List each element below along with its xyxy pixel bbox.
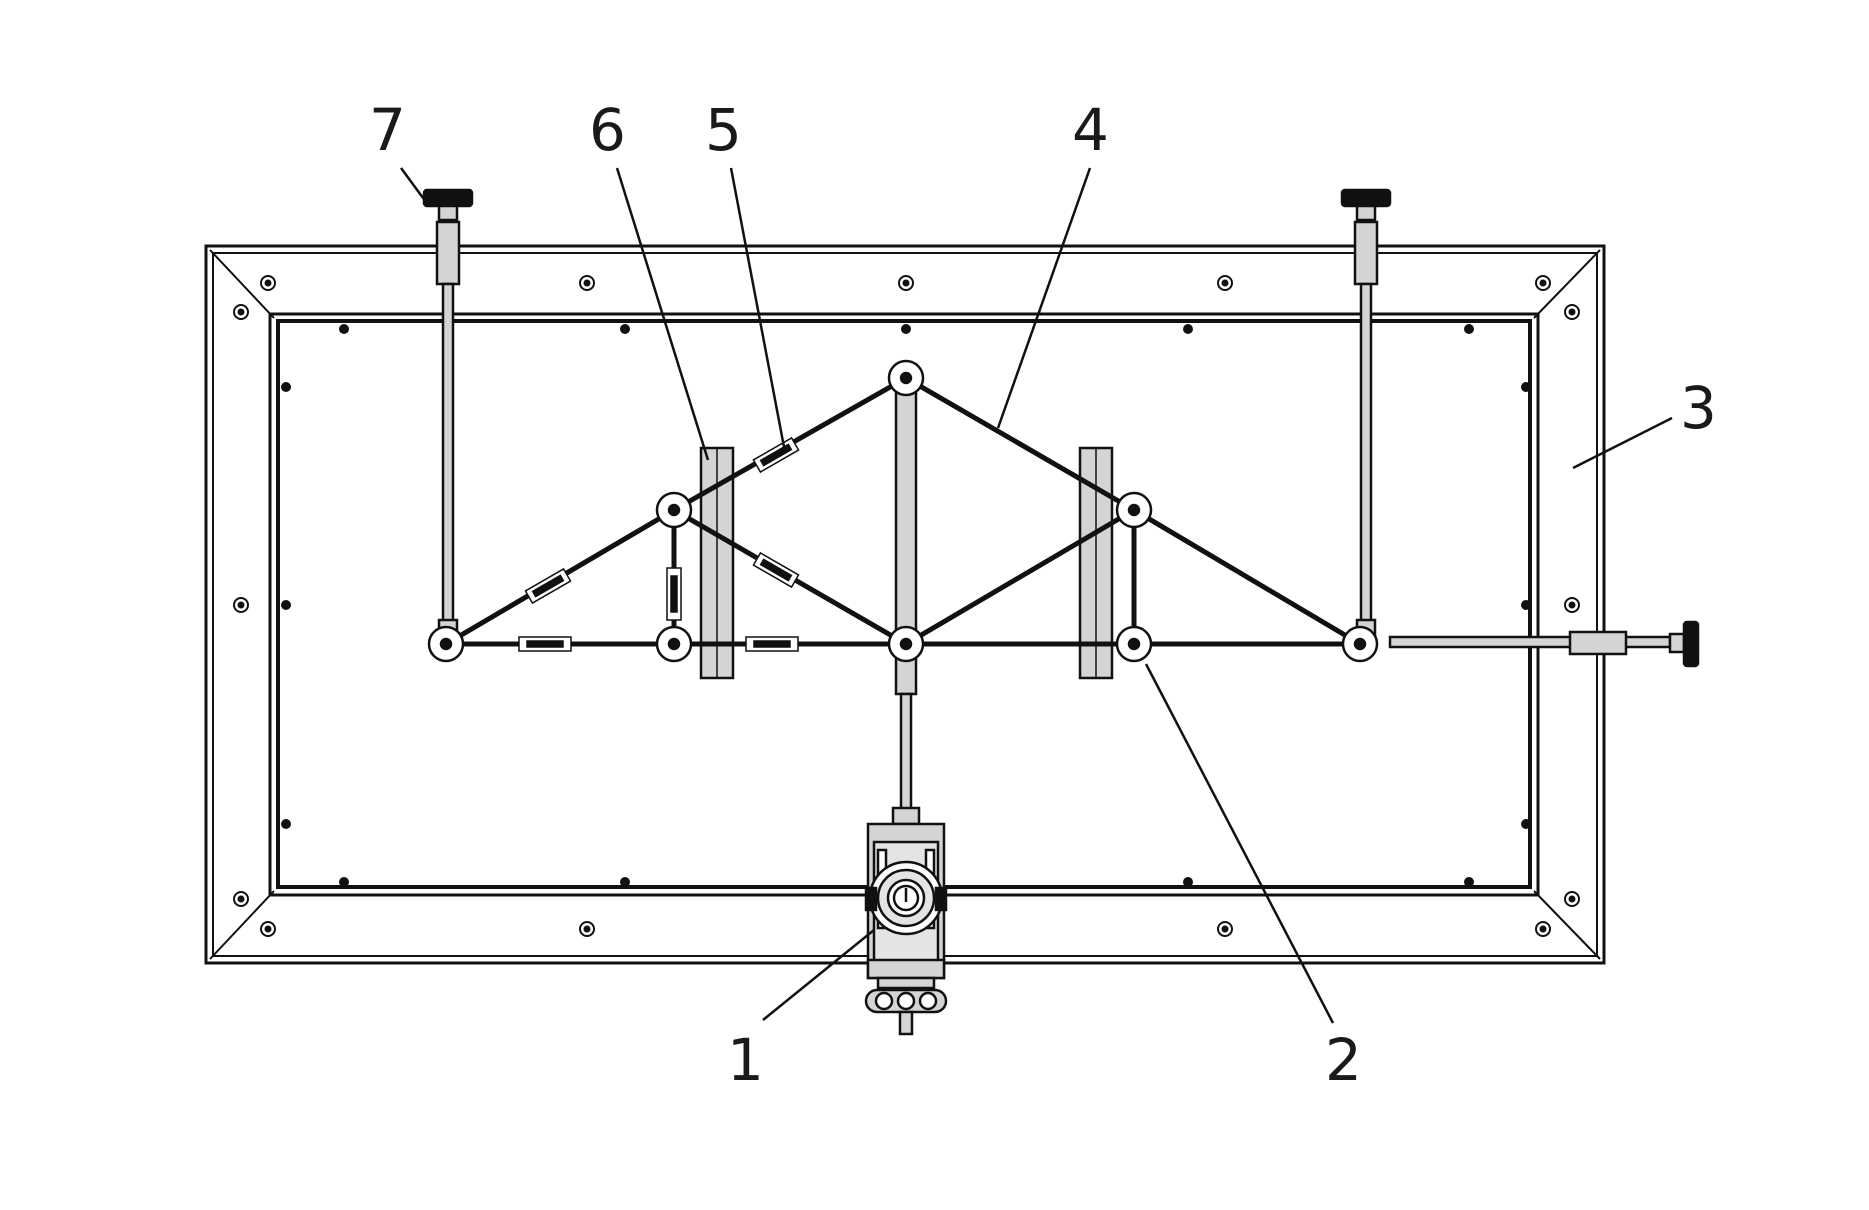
callout-label-6: 6 [589,96,626,164]
leader-4 [996,167,1092,429]
callout-label-2: 2 [1325,1026,1362,1094]
frame-screws [233,275,1580,937]
panel-dots [281,324,1531,887]
callout-label-3: 3 [1680,374,1717,442]
leader-6 [615,167,710,461]
truss-joints [427,359,1379,663]
leader-7 [399,167,428,203]
right-adjuster-rod [1340,188,1392,646]
callout-label-7: 7 [369,96,406,164]
leader-3 [1572,416,1673,470]
side-adjuster-rod [1388,620,1700,668]
left-adjuster-rod [422,188,474,646]
callout-label-5: 5 [705,96,742,164]
callout-label-4: 4 [1072,96,1109,164]
callout-labels: 7 6 5 4 3 2 1 [369,96,1717,1094]
central-loading-rod [891,376,921,826]
member-sensors [518,436,800,652]
loading-device [864,822,948,1036]
callout-label-1: 1 [727,1026,764,1094]
leader-lines [399,167,1673,1024]
leader-2 [1144,663,1335,1024]
leader-1 [762,929,875,1021]
leader-5 [729,167,786,448]
